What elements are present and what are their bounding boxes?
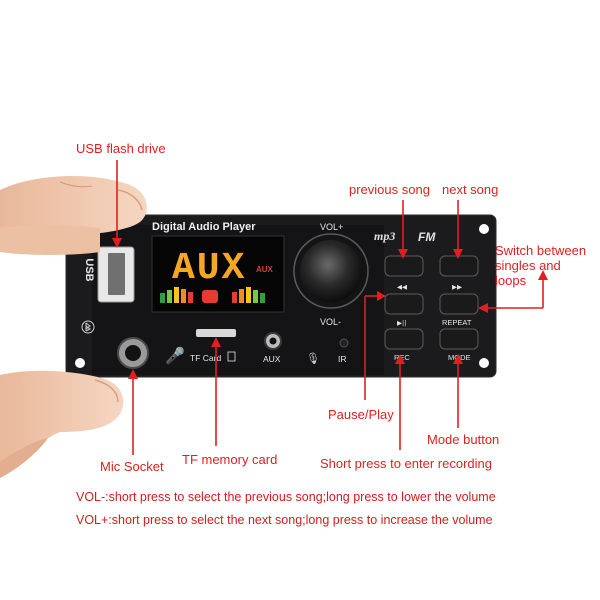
spectrum-visualizer [160, 287, 265, 303]
display-text: AUX [172, 247, 246, 290]
label-switch-line-3: loops [495, 273, 527, 288]
bluetooth-icon [81, 320, 95, 334]
play-pause-button[interactable] [384, 328, 424, 350]
volume-knob[interactable] [300, 240, 362, 302]
ir-receiver [339, 338, 349, 348]
label-next-song: next song [442, 182, 499, 197]
sd-card-icon [227, 351, 236, 362]
annotation-arrows [112, 160, 548, 455]
mounting-hole [479, 358, 489, 368]
bluetooth-icon-glyph [85, 322, 91, 332]
next-song-button[interactable] [439, 293, 479, 315]
button-top-right[interactable] [439, 255, 479, 277]
mounting-hole [75, 358, 85, 368]
label-mode-button: Mode button [427, 432, 500, 447]
button-top-left[interactable] [384, 255, 424, 277]
mic-small-icon: 🎙 [306, 352, 320, 365]
aux-label: AUX [263, 354, 281, 364]
prev-song-label: ◀◀ [397, 283, 407, 291]
label-mic-socket: Mic Socket [100, 459, 164, 474]
note-vol-minus: VOL-:short press to select the previous … [76, 490, 496, 504]
mp3-logo: mp3 [374, 229, 395, 243]
hand-top [0, 175, 147, 255]
vol-plus-label: VOL+ [320, 222, 343, 232]
usb-port-inner [108, 253, 125, 295]
note-vol-plus: VOL+:short press to select the next song… [76, 513, 493, 527]
board-title: Digital Audio Player [152, 221, 256, 233]
label-switch-between: Switch between singles and loops [495, 243, 586, 288]
label-short-press-record: Short press to enter recording [320, 456, 492, 471]
fm-logo: FM [418, 230, 436, 244]
volume-knob-ring [293, 233, 369, 309]
mic-socket-hole [125, 345, 141, 361]
label-tf-memory-card: TF memory card [182, 452, 278, 467]
label-switch-line-2: singles and [495, 258, 561, 273]
aux-jack-hole [269, 337, 277, 345]
display-aux-badge: AUX [256, 265, 274, 274]
mounting-hole [479, 224, 489, 234]
label-pause-play: Pause/Play [328, 407, 394, 422]
tf-card-slot[interactable] [196, 329, 236, 337]
usb-icon-label: USB [83, 258, 95, 281]
label-previous-song: previous song [349, 182, 430, 197]
label-usb-flash-drive: USB flash drive [76, 141, 166, 156]
play-pause-label: ▶|| [397, 319, 406, 327]
rec-label: REC [394, 353, 410, 362]
mic-icon: 🎤 [165, 346, 185, 365]
prev-song-button[interactable] [384, 293, 424, 315]
hand-bottom [0, 370, 124, 478]
next-song-label: ▶▶ [452, 283, 462, 291]
vol-minus-label: VOL- [320, 317, 341, 327]
repeat-button[interactable] [439, 328, 479, 350]
ir-label: IR [338, 354, 347, 364]
tf-card-label: TF Card [190, 353, 221, 363]
label-switch-line-1: Switch between [495, 243, 587, 258]
repeat-label: REPEAT [442, 318, 472, 327]
